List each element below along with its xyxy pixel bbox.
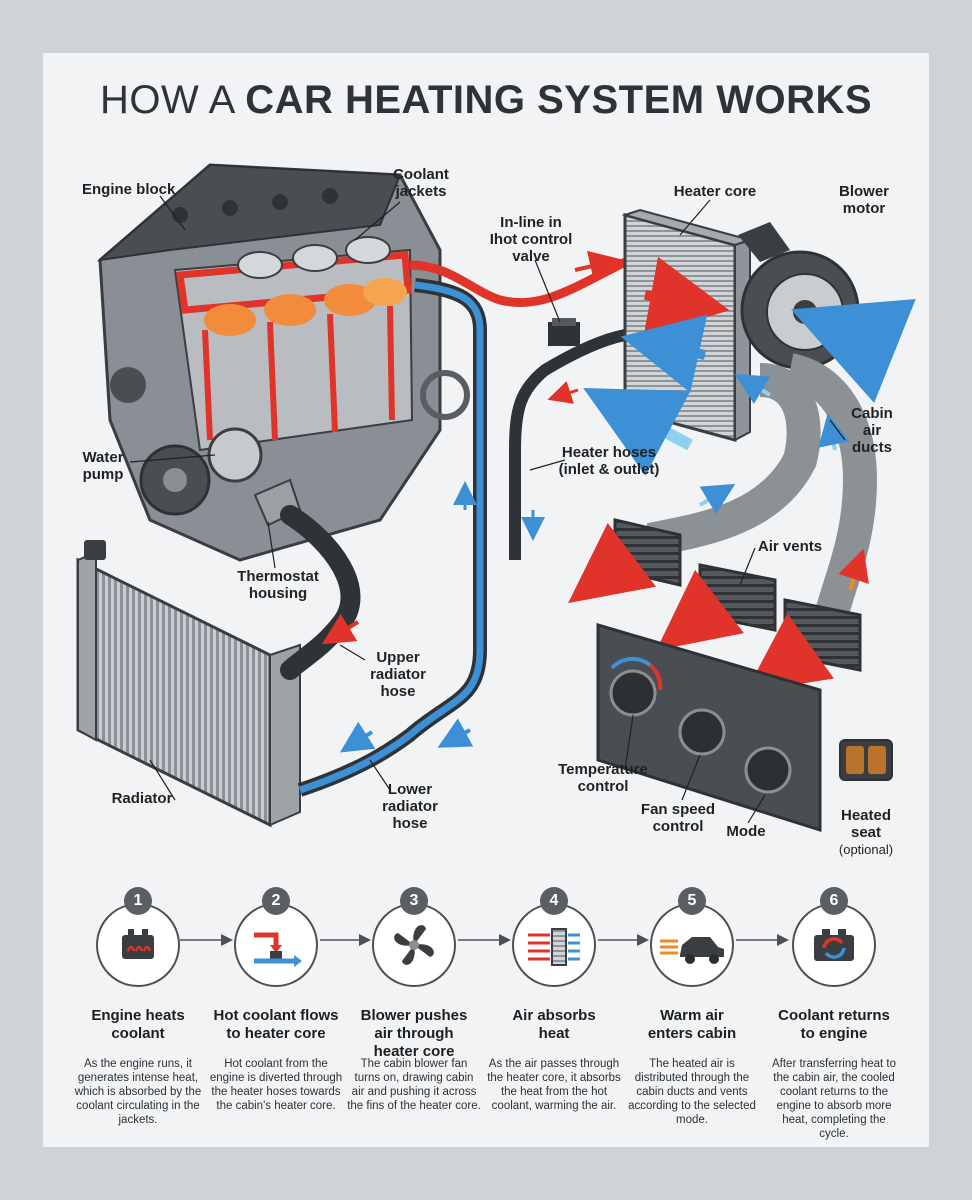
label-water-pump: Water pump [82,449,124,483]
step-3: 3 Blower pushes air through heater core … [345,887,483,1113]
label-lower-radiator-hose: Lower radiator hose [382,781,438,832]
step-number: 1 [124,887,152,915]
step-description: After transferring heat to the cabin air… [771,1058,896,1140]
title-light: HOW A [99,78,246,122]
heated-seat-optional: (optional) [838,842,894,857]
step-number: 5 [678,887,706,915]
label-mode: Mode [726,823,766,840]
flywheel [420,370,470,420]
label-engine-block: Engine block [82,181,176,198]
step-description: The cabin blower fan turns on, drawing c… [347,1058,481,1112]
step-4: 4 Air absorbs heat As the air passes thr… [485,887,623,1113]
label-radiator: Radiator [111,790,173,807]
car-icon [660,937,724,964]
label-inline-valve: In-line in Ihot control valve [489,214,573,265]
step-number: 2 [262,887,290,915]
label-air-vents: Air vents [757,538,823,555]
step-icon-circle [792,903,876,987]
mode-knob [744,746,792,794]
step-description: Hot coolant from the engine is diverted … [209,1058,343,1112]
inline-control-valve [548,322,580,346]
label-heater-hoses: Heater hoses (inlet & outlet) [558,444,660,478]
step-1: 1 Engine heats coolant As the engine run… [69,887,207,1127]
step-icon-circle [372,903,456,987]
heater-hose-inlet [409,257,628,308]
label-blower-motor: Blower motor [838,183,889,217]
step-number: 6 [820,887,848,915]
label-upper-radiator-hose: Upper radiator hose [370,649,426,700]
engine-icon [122,929,154,959]
air-vents [568,518,862,693]
radiator [76,540,301,828]
label-coolant-jackets: Coolant jackets [393,166,449,200]
heater-hose-outlet [509,329,627,560]
leader-lines [129,195,846,824]
step-2: 2 Hot coolant flows to heater core Hot c… [207,887,345,1113]
label-heater-core: Heater core [673,183,757,200]
step-number: 4 [540,887,568,915]
step-icon-circle [650,903,734,987]
label-thermostat-housing: Thermostat housing [237,568,319,602]
heating-system-diagram [76,163,916,833]
coolant-return-icon [814,929,854,961]
fan-icon [394,925,434,965]
label-cabin-air-ducts: Cabin air ducts [851,405,893,456]
label-temperature-control: Temperature control [558,761,648,795]
step-title: Air absorbs heat [512,1007,596,1042]
cabin-air-ducts [646,353,878,625]
step-title: Engine heats coolant [91,1007,185,1042]
step-title: Blower pushes air through heater core [360,1007,468,1060]
step-icon-circle [96,903,180,987]
valve-flow-icon [254,932,302,967]
engine-block [96,163,470,562]
blower-motor [583,222,916,476]
label-fan-speed-control: Fan speed control [640,801,716,835]
step-6: 6 Coolant returns to engine After transf… [765,887,903,1141]
step-description: As the engine runs, it generates intense… [74,1058,202,1126]
heater-core-icon [528,928,580,966]
step-title: Coolant returns to engine [778,1007,890,1042]
step-icon-circle [234,903,318,987]
page-title: HOW A CAR HEATING SYSTEM WORKS [0,78,972,123]
label-heated-seat: Heated seat (optional) [826,790,906,875]
step-description: As the air passes through the heater cor… [487,1058,621,1112]
step-description: The heated air is distributed through th… [628,1058,756,1126]
step-title: Warm air enters cabin [647,1007,737,1042]
step-title: Hot coolant flows to heater core [213,1007,339,1042]
climate-control-panel [596,622,893,833]
fan-speed-knob [678,708,726,756]
heated-seat-text: Heated seat [840,807,892,841]
step-icon-circle [512,903,596,987]
step-5: 5 Warm air enters cabin The heated air i… [623,887,761,1127]
step-number: 3 [400,887,428,915]
title-bold: CAR HEATING SYSTEM WORKS [245,78,873,122]
